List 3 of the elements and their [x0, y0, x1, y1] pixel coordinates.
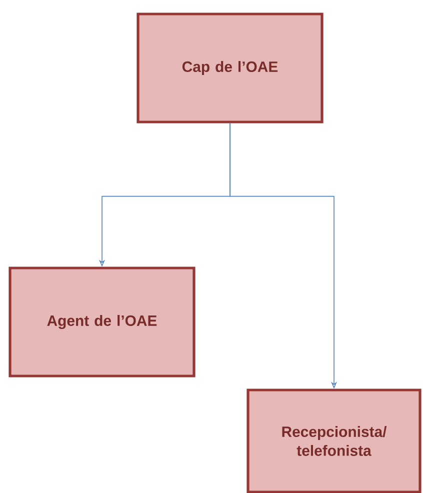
org-box: Recepcionista/ telefonista: [246, 388, 422, 493]
org-box: Cap de l’OAE: [136, 12, 324, 124]
org-box: Agent de l’OAE: [8, 266, 196, 378]
